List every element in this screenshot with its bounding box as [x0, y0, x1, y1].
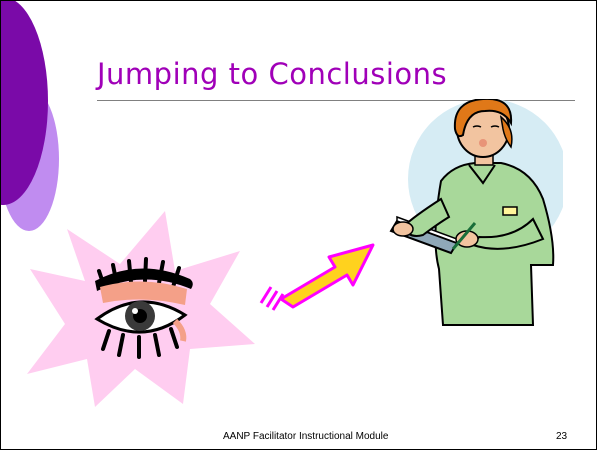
nurse-with-clipboard-icon	[389, 99, 563, 326]
eye-starburst	[27, 211, 255, 407]
eye-icon	[94, 257, 193, 359]
slide-title: Jumping to Conclusions	[97, 57, 448, 91]
footer-module-name: AANP Facilitator Instructional Module	[223, 431, 389, 442]
slide-number: 23	[556, 431, 568, 442]
title-divider	[97, 100, 575, 101]
arrow-icon	[259, 243, 375, 311]
decorative-circles	[1, 1, 59, 231]
